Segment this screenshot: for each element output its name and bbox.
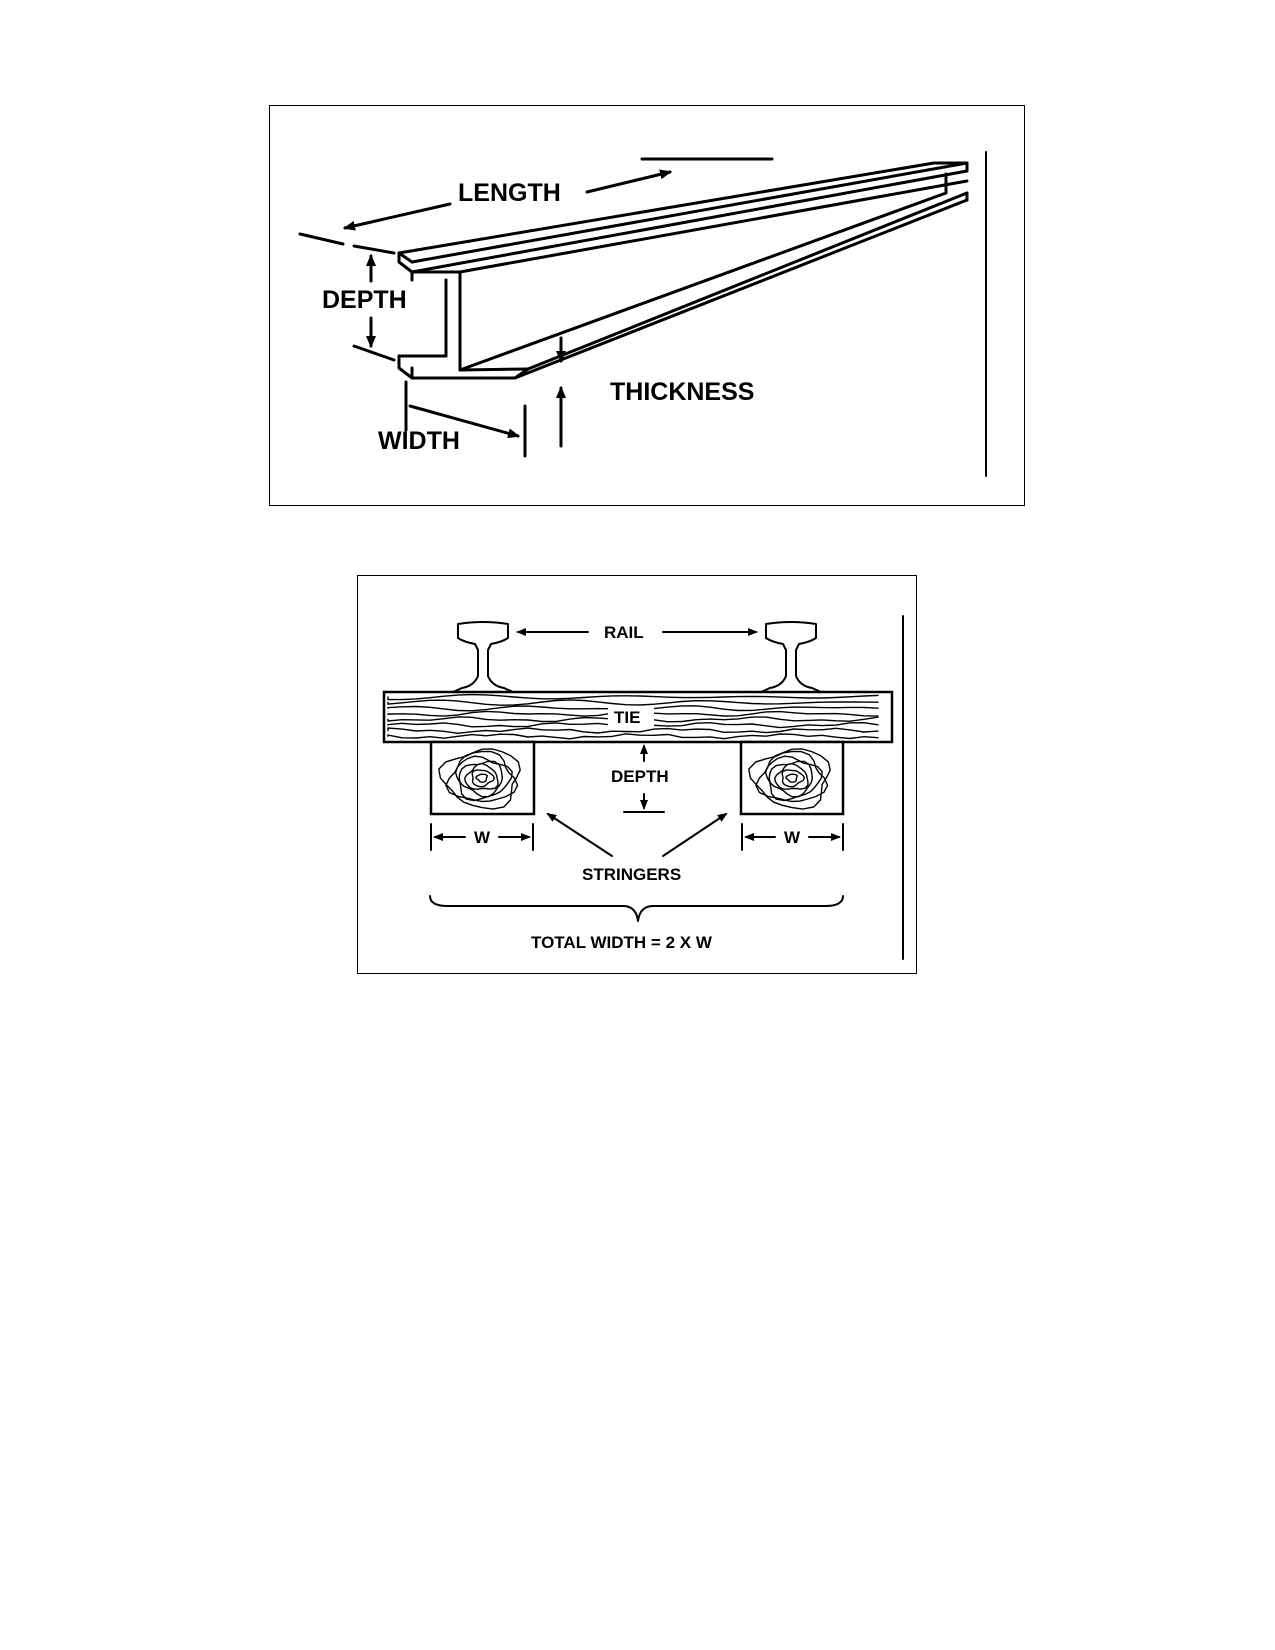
w-dimension-left: W (430, 823, 534, 851)
depth-dimension: DEPTH (322, 244, 407, 362)
rail-dimension: RAIL (516, 623, 758, 642)
stringer-grain-ring (475, 773, 488, 783)
track-section-figure: RAIL TIE DEPTH (357, 575, 917, 974)
depth-label: DEPTH (322, 286, 407, 314)
thickness-label: THICKNESS (610, 378, 754, 406)
stringer-grain-ring (445, 750, 519, 803)
stringer-grain-ring (471, 769, 496, 788)
total-width-brace: TOTAL WIDTH = 2 X W (429, 895, 844, 952)
length-dimension: LENGTH (298, 157, 774, 246)
tie: TIE (382, 690, 894, 744)
rail-left (452, 621, 514, 693)
tie-grain-line (387, 693, 879, 701)
stringer-grain-ring (764, 755, 823, 802)
track-section-drawing: RAIL TIE DEPTH (382, 615, 904, 960)
stringers-callout: STRINGERS (546, 812, 728, 884)
tie-label: TIE (614, 708, 640, 727)
width-label: WIDTH (378, 427, 460, 455)
tie-grain-line (387, 733, 879, 740)
stringer-grain-ring (458, 760, 504, 798)
stringer-grain-ring (781, 769, 806, 788)
i-beam-drawing: LENGTH DEPTH WIDTH THICKNESS (298, 151, 987, 477)
stringer-grain-ring (774, 762, 809, 790)
w-right-label: W (784, 828, 801, 847)
rail-right (760, 621, 822, 693)
stringer-grain-ring (748, 748, 831, 810)
width-dimension: WIDTH (378, 380, 527, 458)
stringer-right (739, 740, 845, 816)
total-width-label: TOTAL WIDTH = 2 X W (531, 933, 713, 952)
w-dimension-right: W (741, 823, 844, 851)
i-beam (397, 151, 987, 477)
tie-grain-line (387, 727, 879, 735)
tie-grain-line (387, 699, 879, 706)
depth-dimension-track: DEPTH (611, 744, 669, 813)
stringer-grain-ring (464, 762, 499, 790)
i-beam-figure: LENGTH DEPTH WIDTH THICKNESS (269, 105, 1025, 506)
stringer-grain-ring (785, 773, 798, 783)
track-depth-label: DEPTH (611, 767, 669, 786)
length-label: LENGTH (458, 179, 561, 207)
stringer-left (429, 740, 536, 816)
stringers-label: STRINGERS (582, 865, 681, 884)
rail-label: RAIL (604, 623, 644, 642)
stringer-grain-ring (768, 760, 814, 798)
thickness-dimension: THICKNESS (556, 336, 754, 448)
w-left-label: W (474, 828, 491, 847)
stringer-grain-ring (755, 750, 829, 803)
stringer-grain-ring (438, 748, 521, 810)
stringer-grain-ring (454, 755, 513, 802)
